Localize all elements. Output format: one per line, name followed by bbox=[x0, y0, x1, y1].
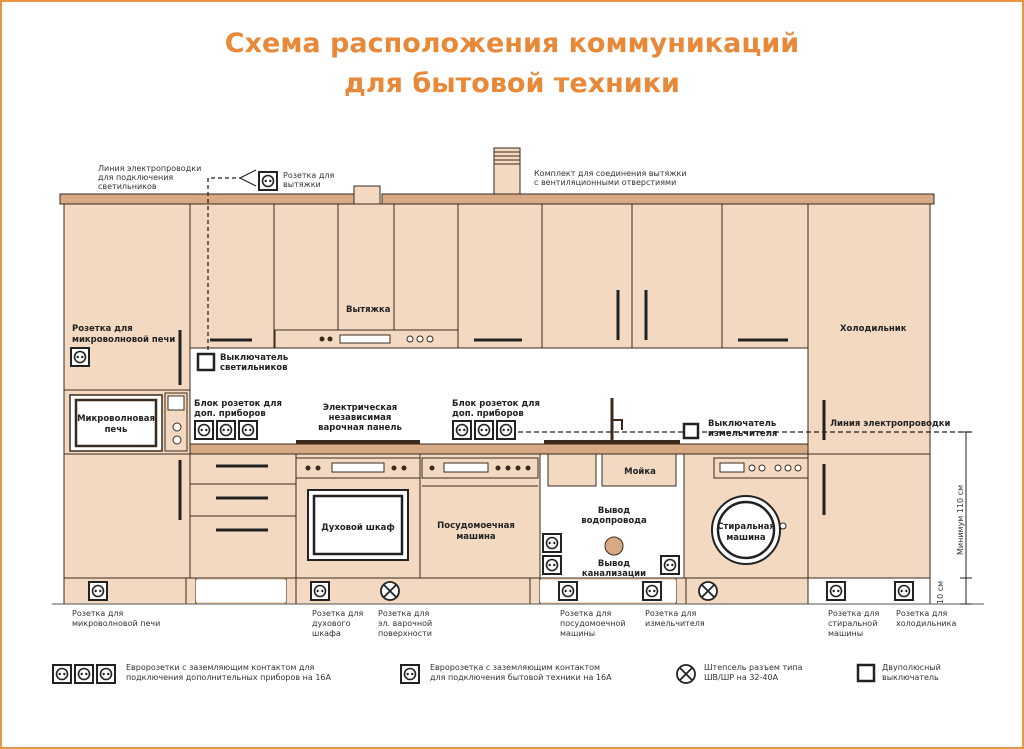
label-oven: Духовой шкаф bbox=[321, 523, 395, 533]
label-wiring: Линия электропроводки bbox=[830, 419, 951, 429]
hob bbox=[296, 440, 420, 444]
washing-machine bbox=[683, 453, 809, 579]
triple-socket-icon bbox=[52, 664, 116, 684]
label-min-height: Минимум 110 см bbox=[956, 485, 965, 555]
top-cornice-right bbox=[381, 193, 935, 205]
socket-icon bbox=[642, 581, 662, 601]
label-fridge: Холодильник bbox=[840, 324, 907, 334]
fridge-top bbox=[807, 203, 931, 455]
socket-icon bbox=[70, 347, 90, 367]
oven bbox=[295, 453, 421, 579]
dimension-lines bbox=[960, 431, 972, 605]
socket-icon bbox=[558, 581, 578, 601]
label-ten-cm: 10 см bbox=[936, 581, 945, 604]
page-title: Схема расположения коммуникаций bbox=[224, 28, 800, 59]
socket-icon bbox=[310, 581, 330, 601]
vent-kit bbox=[493, 147, 521, 195]
faucet bbox=[544, 398, 680, 444]
grinder-switch-icon bbox=[682, 422, 700, 440]
upper-cabinet-3 bbox=[393, 203, 459, 331]
upper-cabinet-2 bbox=[273, 203, 339, 331]
socket-icon bbox=[88, 581, 108, 601]
upper-cabinet-7 bbox=[721, 203, 809, 349]
upper-cabinet-4 bbox=[457, 203, 543, 349]
hood bbox=[274, 329, 459, 349]
socket-icon bbox=[660, 555, 680, 575]
top-cornice-left bbox=[59, 193, 379, 205]
label-hood: Вытяжка bbox=[346, 305, 391, 315]
switch-icon bbox=[856, 663, 876, 683]
microwave bbox=[69, 392, 188, 452]
triple-socket-icon bbox=[452, 420, 516, 440]
label-sink: Мойка bbox=[624, 467, 656, 477]
upper-cabinet-1 bbox=[189, 203, 275, 349]
plug-icon bbox=[698, 581, 718, 601]
light-switch-icon bbox=[196, 352, 216, 372]
socket-icon bbox=[258, 171, 278, 191]
socket-icon bbox=[400, 664, 420, 684]
plug-icon bbox=[676, 664, 696, 684]
plinth bbox=[63, 577, 809, 605]
wiring-lights-line bbox=[207, 177, 240, 350]
countertop bbox=[189, 443, 809, 455]
socket-icon bbox=[826, 581, 846, 601]
tall-cabinet-left-bottom bbox=[63, 453, 191, 579]
plug-icon bbox=[380, 581, 400, 601]
socket-icon bbox=[894, 581, 914, 601]
dishwasher bbox=[419, 453, 541, 579]
page-subtitle: для бытовой техники bbox=[344, 68, 680, 99]
triple-socket-icon bbox=[194, 420, 258, 440]
fridge-bottom bbox=[807, 453, 931, 579]
